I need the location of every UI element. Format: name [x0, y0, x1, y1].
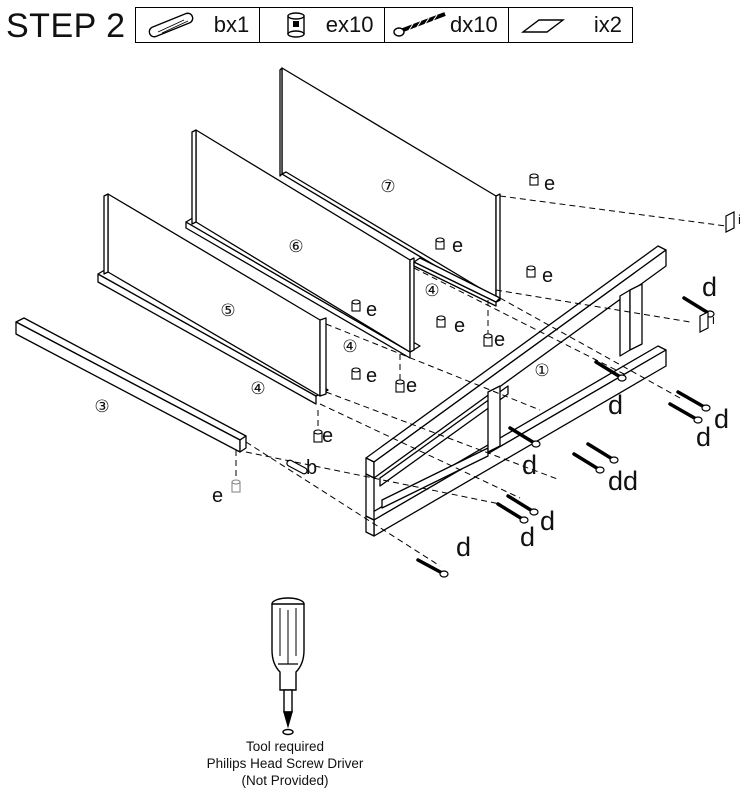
- screw-d5: [508, 426, 538, 446]
- cam-lock-e1: [529, 173, 539, 186]
- parts-list: bx1 ex10 dx10 ix2: [135, 7, 633, 43]
- part-i: ix2: [509, 8, 632, 42]
- cam-lock-e9: [313, 429, 323, 443]
- label-e-5: e: [454, 315, 465, 337]
- label-e-6: e: [366, 365, 377, 387]
- label-d-1: d: [702, 272, 717, 302]
- cam-lock-icon: [287, 12, 305, 38]
- label-i-1: i: [738, 212, 741, 227]
- label-e-4: e: [366, 299, 377, 321]
- shelf-4-right: [413, 257, 501, 307]
- screw-d4: [668, 402, 700, 422]
- tool-note: Tool required Philips Head Screw Driver …: [160, 738, 410, 789]
- label-b: b: [306, 457, 317, 479]
- label-d-6: d: [540, 506, 555, 536]
- cam-lock-e3: [526, 265, 536, 278]
- tool-name-label: Philips Head Screw Driver: [206, 756, 364, 771]
- panel-5: [103, 193, 327, 397]
- screw-d1: [682, 296, 712, 316]
- label-e-1: e: [544, 173, 555, 195]
- label-panel-5: ⑤: [220, 301, 235, 320]
- dowel-icon: [148, 12, 194, 38]
- label-i-2: i: [712, 312, 715, 327]
- tool-required-label: Tool required: [245, 739, 325, 754]
- label-panel-4a: ④: [424, 281, 439, 300]
- cam-lock-e8: [395, 379, 405, 393]
- label-panel-7: ⑦: [380, 177, 395, 196]
- label-e-3: e: [542, 265, 553, 287]
- cam-lock-e4: [351, 299, 361, 312]
- label-e-7: e: [494, 329, 505, 351]
- screw-icon: [392, 12, 446, 37]
- cam-lock-e7: [483, 333, 493, 347]
- label-d-8: d: [456, 532, 471, 562]
- label-d-2: d: [608, 390, 623, 420]
- screw-d3: [676, 390, 708, 410]
- label-panel-4c: ④: [250, 379, 265, 398]
- label-e-9: e: [322, 425, 333, 447]
- step-title: STEP 2: [6, 7, 126, 45]
- label-d-5: d: [522, 450, 537, 480]
- part-b: bx1: [136, 8, 261, 42]
- screw-d2: [594, 360, 624, 380]
- part-e-qty: ex10: [325, 12, 374, 37]
- screw-d9: [496, 502, 526, 522]
- part-d: dx10: [385, 8, 509, 42]
- label-panel-4b: ④: [342, 337, 357, 356]
- screw-d6: [586, 442, 616, 462]
- cam-lock-e2: [435, 237, 445, 250]
- label-d-7: d: [520, 522, 535, 552]
- part-e: ex10: [260, 8, 385, 42]
- label-d-3: d: [714, 404, 729, 434]
- tool-not-provided-label: (Not Provided): [241, 773, 329, 788]
- bracket-i1: [725, 211, 735, 233]
- part-d-qty: dx10: [450, 12, 498, 37]
- screw-d10: [416, 558, 446, 576]
- label-panel-6: ⑥: [288, 237, 303, 256]
- label-dd: dd: [608, 466, 638, 496]
- bracket-i2: [699, 311, 709, 333]
- part-i-qty: ix2: [593, 12, 622, 37]
- cam-lock-e6: [351, 367, 361, 380]
- panel-6: [191, 129, 415, 353]
- cam-lock-e5: [436, 315, 446, 328]
- screw-d7: [572, 452, 602, 472]
- screwdriver-icon: [271, 597, 305, 736]
- label-e-8: e: [406, 375, 417, 397]
- rail-3: [15, 317, 247, 453]
- label-d-4: d: [696, 422, 711, 452]
- part-b-qty: bx1: [213, 12, 250, 37]
- label-e-10: e: [212, 485, 223, 507]
- label-panel-3: ③: [94, 397, 109, 416]
- label-panel-1: ①: [534, 361, 549, 380]
- dowel-b: [286, 459, 308, 475]
- screw-d8: [506, 494, 536, 514]
- bracket-icon: [520, 19, 565, 33]
- cam-lock-e10: [231, 479, 241, 493]
- label-e-2: e: [452, 235, 463, 257]
